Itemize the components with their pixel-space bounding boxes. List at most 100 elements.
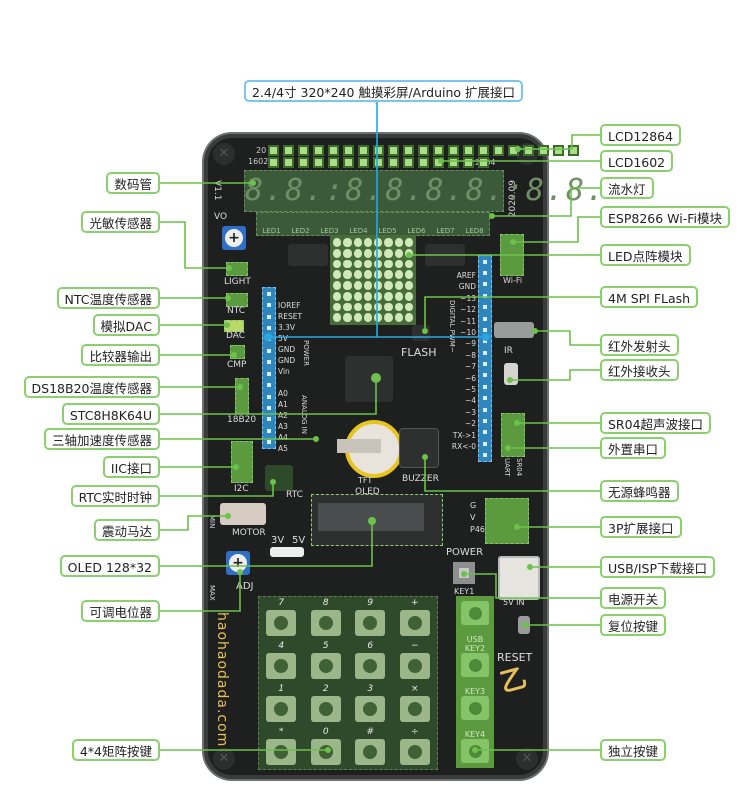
power-section-label: POWER	[302, 340, 310, 366]
ir-label: IR	[504, 346, 513, 356]
ic-chip	[288, 244, 328, 266]
pin-label: 5V	[278, 334, 288, 343]
header-pin	[418, 157, 429, 168]
keypad-key[interactable]: ×	[393, 683, 438, 726]
vo-potentiometer[interactable]: +	[222, 226, 246, 250]
keypad-key[interactable]: −	[393, 640, 438, 683]
reset-button[interactable]	[518, 616, 530, 634]
screw-icon: ✕	[516, 748, 538, 770]
pin-label: RESET	[278, 312, 303, 321]
pin-label: ~10	[460, 328, 476, 338]
keypad-key[interactable]: 8	[304, 597, 349, 640]
keypad-key[interactable]: 5	[304, 640, 349, 683]
vibration-motor	[220, 503, 266, 525]
matrix-dot	[333, 281, 342, 290]
pin-label: ~4	[464, 396, 476, 406]
keypad-key[interactable]: 0	[304, 726, 349, 769]
matrix-dot	[353, 270, 362, 279]
flash-chip	[412, 325, 430, 341]
keypad-key[interactable]: #	[348, 726, 393, 769]
pin-label: ~3	[464, 407, 476, 417]
independent-key[interactable]: KEY4	[461, 730, 489, 763]
keypad-key[interactable]: 3	[348, 683, 393, 726]
independent-key[interactable]	[461, 601, 489, 625]
led-label: LED8	[465, 227, 484, 235]
header-pin	[388, 145, 399, 156]
led-label: LED5	[378, 227, 397, 235]
arduino-pin	[483, 316, 487, 321]
pin-label: GND	[278, 345, 296, 354]
keypad-key[interactable]: 6	[348, 640, 393, 683]
keypad-key[interactable]: 4	[259, 640, 304, 683]
matrix-dot	[363, 270, 372, 279]
key-symbol: +	[410, 598, 419, 608]
buzzer-label: BUZZER	[402, 474, 439, 484]
arduino-pin	[267, 291, 271, 296]
analog-in-label: ANALOG IN	[300, 395, 308, 434]
keypad-key[interactable]: 7	[259, 597, 304, 640]
i2c-label: I2C	[234, 484, 249, 494]
keypad-key[interactable]: 9	[348, 597, 393, 640]
key-symbol: 8	[322, 598, 329, 608]
callout-left-2: NTC温度传感器	[56, 287, 160, 309]
matrix-dot	[363, 281, 372, 290]
keypad-key[interactable]: +	[393, 597, 438, 640]
header-label-bottom: 1602	[248, 157, 269, 166]
arduino-pin	[483, 293, 487, 298]
lcd1602-header	[268, 157, 489, 168]
arduino-pin	[483, 282, 487, 287]
key-symbol: 4	[278, 641, 285, 651]
screw-icon: ✕	[213, 748, 235, 770]
header-pin	[463, 145, 474, 156]
arduino-pin	[483, 259, 487, 264]
key-symbol: 1	[278, 684, 285, 694]
keypad-key[interactable]: 2	[304, 683, 349, 726]
voltage-jumper[interactable]	[270, 547, 304, 557]
matrix-dot	[353, 291, 362, 301]
matrix-dot	[404, 313, 413, 322]
oled-label: OLED	[355, 487, 380, 497]
matrix-dot	[363, 302, 372, 312]
keypad-key[interactable]: *	[259, 726, 304, 769]
matrix-dot	[394, 302, 403, 312]
keypad-key[interactable]: ÷	[393, 726, 438, 769]
matrix-dot	[394, 270, 403, 279]
header-pin	[403, 157, 414, 168]
pin-label: A5	[278, 444, 288, 453]
5v-in-label: 5V IN	[503, 598, 525, 607]
matrix-dot	[404, 270, 413, 279]
arduino-pin	[267, 348, 271, 353]
header-pin	[298, 157, 309, 168]
independent-key[interactable]: USB KEY2	[456, 635, 494, 677]
pin-label: AREF	[456, 271, 476, 280]
key-symbol: 0	[322, 727, 329, 737]
header-pin	[493, 145, 504, 156]
independent-key[interactable]: KEY3	[461, 687, 489, 720]
ds18b20-sensor	[235, 378, 249, 414]
callout-left-4: 比较器输出	[81, 344, 160, 366]
pin-label: ~8	[464, 350, 476, 360]
arduino-pin	[267, 428, 271, 433]
callout-left-5: DS18B20温度传感器	[23, 376, 160, 398]
matrix-dot	[333, 238, 342, 247]
callout-right-11: 3P扩展接口	[600, 516, 682, 538]
matrix-dot	[374, 313, 383, 322]
callout-right-9: 外置串口	[600, 437, 667, 459]
matrix-dot	[333, 291, 342, 301]
pin-label: A2	[278, 411, 288, 420]
power-switch[interactable]	[453, 562, 475, 584]
pin-label: G	[470, 501, 477, 510]
dac-label: DAC	[226, 331, 246, 341]
header-pin	[373, 157, 384, 168]
header-label-top: 20	[256, 146, 267, 155]
tft-label: TFT	[358, 476, 373, 485]
led-label: LED7	[436, 227, 455, 235]
keypad-key[interactable]: 1	[259, 683, 304, 726]
adjustable-potentiometer[interactable]: +	[226, 551, 250, 575]
callout-left-10: 震动马达	[93, 519, 160, 541]
matrix-dot	[394, 291, 403, 301]
matrix-dot	[363, 313, 372, 322]
callout-left-11: OLED 128*32	[59, 555, 160, 577]
usb-port	[498, 556, 540, 600]
header-pin	[313, 157, 324, 168]
